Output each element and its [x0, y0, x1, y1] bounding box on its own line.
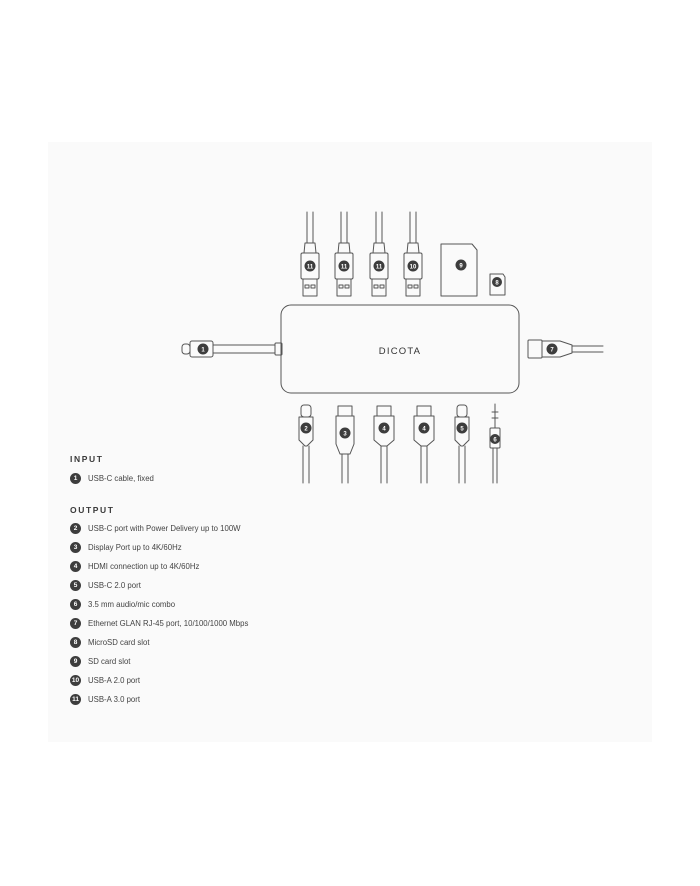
bottom-connector-4b	[413, 405, 435, 484]
legend-label: USB-C cable, fixed	[88, 473, 154, 483]
legend-badge: 9	[70, 655, 81, 667]
legend-badge: 7	[70, 617, 81, 629]
svg-text:11: 11	[307, 265, 314, 271]
legend-item-output-6: 6 3.5 mm audio/mic combo	[70, 597, 175, 611]
legend-item-output-7: 7 Ethernet GLAN RJ-45 port, 10/100/1000 M…	[70, 616, 248, 630]
svg-text:9: 9	[459, 264, 463, 270]
svg-text:6: 6	[493, 437, 497, 443]
legend-label: USB-C port with Power Delivery up to 100…	[88, 523, 241, 533]
microsd-card	[489, 273, 506, 296]
top-connector-1	[300, 211, 320, 297]
top-connector-2	[334, 211, 354, 297]
badge-top-4: 10	[407, 260, 419, 272]
svg-text:1: 1	[201, 348, 205, 354]
legend-label: SD card slot	[88, 656, 131, 666]
badge-sd-card: 9	[455, 259, 467, 271]
legend-item-input-1: 1 USB-C cable, fixed	[70, 471, 154, 485]
legend-item-output-9: 9 SD card slot	[70, 654, 130, 668]
badge-bottom-5: 5	[456, 422, 468, 434]
top-connector-3	[369, 211, 389, 297]
sd-card	[440, 243, 478, 297]
legend-label: Ethernet GLAN RJ-45 port, 10/100/1000 Mb…	[88, 618, 249, 628]
legend-item-output-11: 11 USB-A 3.0 port	[70, 692, 140, 706]
legend-label: MicroSD card slot	[88, 637, 150, 647]
legend-label: USB-A 3.0 port	[88, 694, 141, 704]
legend-item-output-4: 4 HDMI connection up to 4K/60Hz	[70, 559, 199, 573]
svg-text:10: 10	[410, 265, 417, 271]
badge-bottom-6: 6	[490, 434, 500, 444]
svg-text:7: 7	[550, 348, 554, 354]
badge-left-cable: 1	[197, 343, 209, 355]
bottom-connector-3	[335, 405, 355, 484]
left-input-cable	[181, 340, 276, 358]
legend-badge: 6	[70, 598, 81, 610]
legend-item-output-2: 2 USB-C port with Power Delivery up to 10…	[70, 521, 241, 535]
svg-text:2: 2	[304, 427, 308, 433]
legend-badge: 8	[70, 636, 81, 648]
bottom-connector-5	[454, 404, 470, 484]
legend-label: USB-A 2.0 port	[88, 675, 141, 685]
svg-text:5: 5	[460, 427, 464, 433]
legend-badge: 1	[70, 472, 81, 484]
legend-item-output-3: 3 Display Port up to 4K/60Hz	[70, 540, 182, 554]
legend-item-output-5: 5 USB-C 2.0 port	[70, 578, 141, 592]
legend-item-output-10: 10 USB-A 2.0 port	[70, 673, 140, 687]
input-heading: INPUT	[70, 454, 104, 464]
badge-top-2: 11	[338, 260, 350, 272]
output-heading: OUTPUT	[70, 505, 115, 515]
hub-brand-label: DICOTA	[379, 346, 421, 357]
legend-badge: 5	[70, 579, 81, 591]
right-ethernet-cable	[527, 339, 604, 359]
svg-text:4: 4	[422, 427, 426, 433]
badge-right-cable: 7	[546, 343, 558, 355]
legend-label: Display Port up to 4K/60Hz	[88, 542, 182, 552]
hub-left-port	[274, 342, 283, 356]
badge-bottom-2: 2	[300, 422, 312, 434]
svg-text:11: 11	[376, 265, 383, 271]
svg-text:11: 11	[341, 265, 348, 271]
badge-top-1: 11	[304, 260, 316, 272]
badge-top-3: 11	[373, 260, 385, 272]
badge-bottom-3: 3	[339, 427, 351, 439]
badge-bottom-4a: 4	[378, 422, 390, 434]
bottom-connector-2	[298, 404, 314, 484]
docking-station-diagram: DICOTA 11 11 11 10 9	[181, 211, 604, 484]
legend-label: HDMI connection up to 4K/60Hz	[88, 561, 200, 571]
legend-label: USB-C 2.0 port	[88, 580, 141, 590]
legend-badge: 10	[70, 674, 81, 686]
legend-item-output-8: 8 MicroSD card slot	[70, 635, 150, 649]
legend-badge: 11	[70, 693, 81, 705]
badge-microsd: 8	[492, 277, 502, 287]
hub-body	[280, 304, 520, 394]
top-connector-4	[403, 211, 423, 297]
badge-bottom-4b: 4	[418, 422, 430, 434]
bottom-connector-6	[489, 403, 501, 484]
legend-badge: 4	[70, 560, 81, 572]
svg-text:8: 8	[495, 280, 499, 286]
svg-text:3: 3	[343, 432, 347, 438]
bottom-connector-4a	[373, 405, 395, 484]
legend-badge: 2	[70, 522, 81, 534]
legend-badge: 3	[70, 541, 81, 553]
legend-label: 3.5 mm audio/mic combo	[88, 599, 176, 609]
svg-text:4: 4	[382, 427, 386, 433]
background-panel	[48, 142, 652, 742]
